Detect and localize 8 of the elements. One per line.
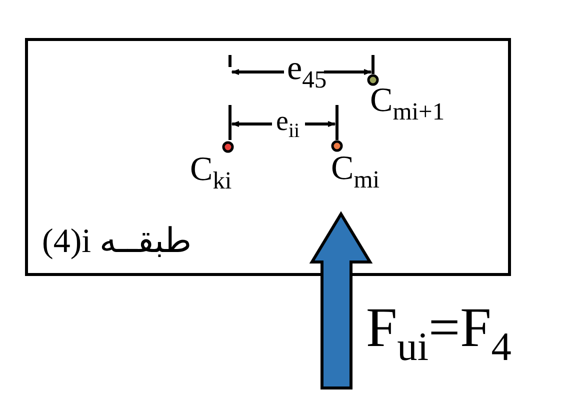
point-label: C$_{ki}$ bbox=[190, 153, 232, 194]
point-label: C$_{mi+1}$ bbox=[370, 84, 445, 126]
force-label: F$_{ui}$=F$_{4}$ bbox=[366, 300, 512, 368]
point-label: C$_{mi}$ bbox=[331, 152, 380, 194]
dimension-label: e$_{45}$ bbox=[287, 52, 327, 94]
floor-outline bbox=[25, 38, 511, 276]
floor-label: (4)i طبقــه bbox=[42, 225, 192, 259]
dimension-label: e$_{ii}$ bbox=[276, 108, 300, 142]
